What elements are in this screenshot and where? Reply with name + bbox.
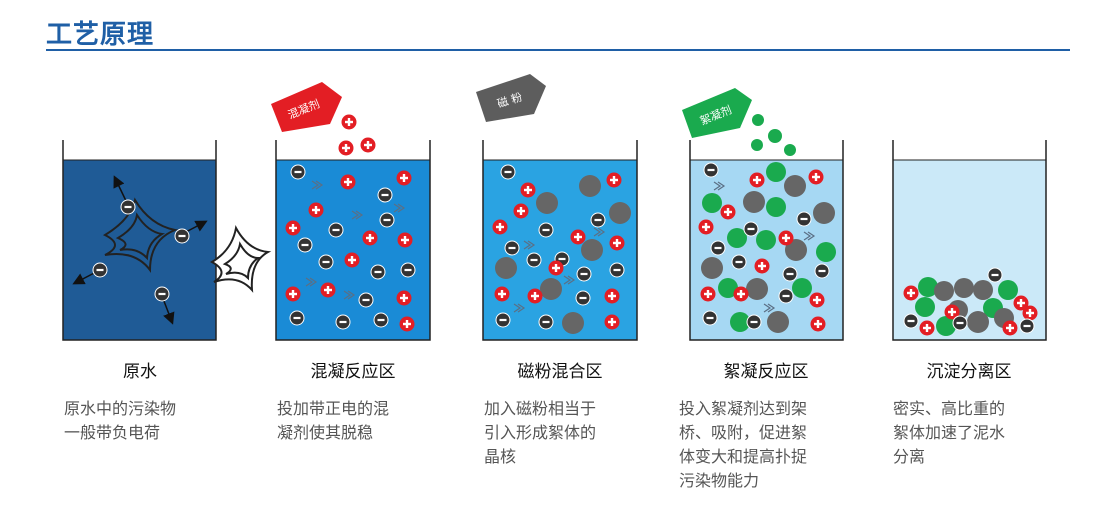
stage-label-coagulation: 混凝反应区 [310, 362, 396, 382]
pollutant-particle [210, 225, 272, 293]
magnetic-powder-tag: 磁 粉 [476, 74, 546, 122]
title-underline [46, 49, 1070, 51]
desc-line: 密实、高比重的 [893, 399, 1006, 418]
desc-line: 体变大和提高扑捉 [679, 447, 808, 466]
stage-label-flocculation: 絮凝反应区 [723, 362, 809, 382]
desc-line: 一般带负电荷 [64, 423, 161, 442]
coagulant-drops [338, 114, 376, 156]
stage-label-raw-water: 原水 [123, 362, 157, 382]
desc-line: 凝剂使其脱稳 [277, 423, 374, 442]
desc-line: 原水中的污染物 [64, 399, 177, 418]
coagulant-tag: 混凝剂 [271, 82, 342, 132]
desc-line: 污染物能力 [679, 471, 760, 490]
desc-line: 桥、吸附，促进絮 [679, 423, 808, 442]
tank-sedimentation [892, 140, 1047, 341]
tank-flocculation [689, 140, 844, 341]
tank-raw-water [62, 140, 217, 341]
page-title: 工艺原理 [46, 20, 155, 50]
desc-line: 投入絮凝剂达到架 [679, 399, 808, 418]
desc-line: 加入磁粉相当于 [484, 399, 597, 418]
stage-label-sedimentation: 沉淀分离区 [926, 362, 1012, 382]
desc-line: 引入形成絮体的 [484, 423, 597, 442]
tank-coagulation [275, 140, 431, 341]
tank-magnetic-mixing [482, 140, 638, 341]
flocculant-drops [751, 114, 796, 156]
desc-line: 晶核 [484, 447, 517, 466]
stage-desc-coagulation: 投加带正电的混 凝剂使其脱稳 [277, 397, 442, 445]
stage-desc-magnetic-mixing: 加入磁粉相当于 引入形成絮体的 晶核 [484, 397, 649, 469]
stage-label-magnetic-mixing: 磁粉混合区 [517, 362, 603, 382]
stage-desc-raw-water: 原水中的污染物 一般带负电荷 [64, 397, 229, 445]
desc-line: 分离 [893, 447, 926, 466]
desc-line: 投加带正电的混 [277, 399, 390, 418]
stage-desc-flocculation: 投入絮凝剂达到架 桥、吸附，促进絮 体变大和提高扑捉 污染物能力 [679, 397, 844, 493]
process-diagram: 混凝剂 磁 粉 [62, 74, 1047, 341]
desc-line: 絮体加速了泥水 [893, 423, 1006, 442]
flocculant-tag: 絮凝剂 [682, 88, 752, 138]
stage-desc-sedimentation: 密实、高比重的 絮体加速了泥水 分离 [893, 397, 1058, 469]
